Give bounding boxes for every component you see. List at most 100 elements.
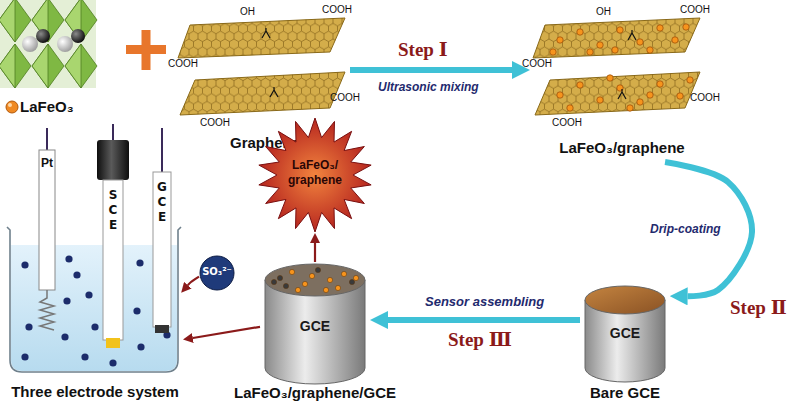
bare-electrode: GCEBare GCE xyxy=(580,280,670,406)
plus-bar xyxy=(142,30,151,70)
octahedron xyxy=(0,0,31,42)
electrode-side-label: GCE xyxy=(260,318,370,334)
electrode-label: GCE xyxy=(155,180,169,225)
functional-group: COOH xyxy=(322,4,352,15)
graphene-lattice xyxy=(535,72,700,115)
graphene-sheet xyxy=(180,72,345,115)
working-electrode: GCE xyxy=(150,172,174,337)
la-atom xyxy=(57,36,73,52)
particle xyxy=(657,81,663,87)
ion-dot xyxy=(65,255,72,262)
electrode-cap xyxy=(97,140,129,180)
electrode-label: Pt xyxy=(36,156,58,170)
electrode-tube xyxy=(153,172,171,327)
nanoparticle-icon xyxy=(6,101,18,113)
coated-surface xyxy=(265,264,365,296)
particle xyxy=(597,97,603,103)
functional-group: COOH xyxy=(552,117,582,128)
particle xyxy=(597,42,603,48)
ion-dot xyxy=(25,323,32,330)
graphene-lattice xyxy=(533,18,700,58)
counter-electrode: Pt xyxy=(36,150,58,335)
modified-electrode: GCELaFeO₃/graphene/GCE xyxy=(260,262,370,406)
functional-group: COOH xyxy=(522,58,552,69)
step-label: Step Ⅱ xyxy=(730,296,787,319)
cell-caption: Three electrode system xyxy=(0,383,190,400)
ion-dot xyxy=(137,343,144,350)
electrode-tip xyxy=(106,338,120,348)
step-label: Step Ⅲ xyxy=(448,328,512,351)
epoxide-symbol xyxy=(628,30,636,40)
particle xyxy=(309,273,314,278)
platinum-coil xyxy=(40,290,54,330)
la-atom xyxy=(22,36,38,52)
ion-dot xyxy=(21,353,28,360)
octahedron xyxy=(65,0,97,42)
particle xyxy=(627,105,633,111)
particle xyxy=(557,92,563,98)
perovskite-crystal xyxy=(0,0,97,113)
particle xyxy=(550,49,556,55)
graphene-lattice xyxy=(178,18,345,58)
functional-group: COOH xyxy=(330,92,360,103)
step-label: Step Ⅰ xyxy=(398,38,448,61)
octahedron xyxy=(32,44,64,88)
particle xyxy=(335,285,340,290)
ion-dot xyxy=(81,353,88,360)
ion-dot xyxy=(85,291,92,298)
particle xyxy=(302,281,307,286)
particle xyxy=(647,47,653,53)
composite-illustration: LaFeO₃/graphene xyxy=(530,0,715,162)
ion-dot xyxy=(63,297,70,304)
particle xyxy=(657,25,663,31)
starburst-label: LaFeO₃/ graphene xyxy=(275,158,355,188)
particle xyxy=(277,275,282,280)
graphene-sheet xyxy=(535,72,700,115)
connector-arrow xyxy=(193,327,260,338)
coating-particles xyxy=(271,267,358,292)
particle xyxy=(647,92,653,98)
particle xyxy=(617,27,623,33)
particle xyxy=(289,269,294,274)
functional-group: COOH xyxy=(168,58,198,69)
process-label: Ultrasonic mixing xyxy=(378,80,479,94)
material-label: LaFeO₃ xyxy=(20,98,100,115)
lafeo3-graphene-sheets xyxy=(533,18,700,115)
ion-circle xyxy=(200,256,234,290)
ion-dot xyxy=(133,307,140,314)
particle xyxy=(687,77,693,83)
particle xyxy=(672,37,678,43)
process-arrow xyxy=(350,67,512,73)
crystal-structure: LaFeO₃ xyxy=(0,0,100,120)
particle xyxy=(341,271,346,276)
octahedron-face xyxy=(0,0,15,42)
particle xyxy=(315,267,320,272)
particle xyxy=(683,24,689,30)
electrolyte xyxy=(11,245,177,371)
process-label: Drip-coating xyxy=(650,222,721,236)
graphene-sheet xyxy=(178,18,345,58)
particle xyxy=(295,287,300,292)
functional-group: OH xyxy=(596,6,611,17)
connector-arrow xyxy=(188,277,199,286)
electrode-caption: LaFeO₃/graphene/GCE xyxy=(210,384,420,401)
functional-group: OH xyxy=(240,6,255,17)
node-shape xyxy=(97,140,129,350)
particle xyxy=(567,105,573,111)
ion-dot xyxy=(73,271,80,278)
wire xyxy=(46,128,48,150)
material-label: LaFeO₃/graphene xyxy=(547,139,697,156)
epoxide-symbol xyxy=(270,87,278,97)
electrode-tube xyxy=(39,150,55,290)
octahedron xyxy=(32,0,64,42)
electrode-side-label: GCE xyxy=(580,325,670,341)
wire xyxy=(112,124,114,140)
octahedron-face xyxy=(0,44,15,88)
functional-group: COOH xyxy=(200,117,230,128)
particle xyxy=(637,39,643,45)
particle xyxy=(283,283,288,288)
graphene-lattice xyxy=(180,72,345,115)
particle xyxy=(349,279,354,284)
graphene-sheet xyxy=(533,18,700,58)
